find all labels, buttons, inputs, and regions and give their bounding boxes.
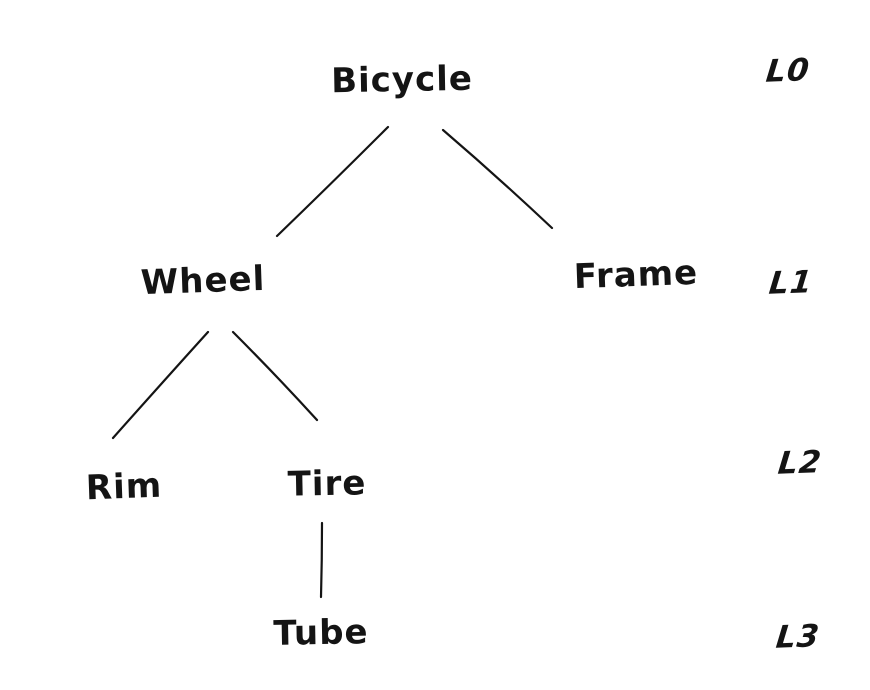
level-label-l0: L0 bbox=[764, 52, 812, 90]
edge-wheel-tire bbox=[231, 330, 319, 422]
level-label-l1: L1 bbox=[767, 264, 815, 302]
level-label-l3: L3 bbox=[774, 618, 822, 656]
node-wheel: Wheel bbox=[140, 258, 266, 304]
edge-bicycle-frame bbox=[441, 128, 554, 230]
node-frame: Frame bbox=[573, 252, 699, 298]
node-tire: Tire bbox=[287, 463, 367, 505]
edge-tire-tube bbox=[319, 521, 324, 599]
edge-bicycle-wheel bbox=[275, 125, 390, 238]
node-tube: Tube bbox=[273, 612, 369, 654]
level-label-l2: L2 bbox=[776, 444, 824, 482]
node-bicycle: Bicycle bbox=[330, 58, 474, 102]
edge-wheel-rim bbox=[111, 330, 210, 440]
node-rim: Rim bbox=[85, 465, 163, 509]
